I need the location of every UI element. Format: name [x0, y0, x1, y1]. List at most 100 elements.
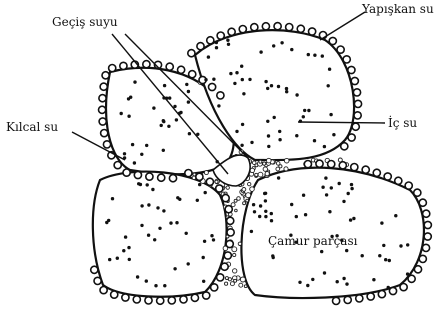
adhesive-water-bead [143, 61, 150, 68]
adhesive-water-bead [419, 199, 426, 206]
internal-water-dot [259, 50, 262, 53]
internal-water-dot [321, 186, 324, 189]
capillary-pore [259, 160, 262, 163]
internal-water-dot [266, 120, 269, 123]
capillary-pore [233, 253, 236, 256]
adhesive-water-bead [145, 297, 152, 304]
internal-water-dot [307, 109, 310, 112]
adhesive-water-bead [197, 43, 204, 50]
internal-water-dot [270, 84, 273, 87]
internal-water-dot [187, 90, 190, 93]
adhesive-water-bead [114, 162, 121, 169]
internal-water-dot [178, 198, 181, 201]
internal-water-dot [139, 183, 142, 186]
adhesive-water-bead [94, 277, 101, 284]
internal-water-dot [175, 221, 178, 224]
label-ic-su: İç su [388, 115, 417, 130]
capillary-pore [242, 188, 246, 192]
internal-water-dot [136, 275, 139, 278]
internal-water-dot [295, 93, 298, 96]
internal-water-dot [252, 203, 255, 206]
adhesive-water-bead [91, 266, 98, 273]
internal-water-dot [120, 112, 123, 115]
internal-water-dot [105, 221, 108, 224]
capillary-pore [204, 171, 208, 175]
capillary-pore [230, 282, 234, 286]
internal-water-dot [372, 278, 375, 281]
internal-water-dot [277, 176, 280, 179]
internal-water-dot [304, 213, 307, 216]
internal-water-dot [270, 212, 273, 215]
adhesive-water-bead [196, 173, 203, 180]
internal-water-dot [323, 145, 326, 148]
internal-water-dot [272, 44, 275, 47]
adhesive-water-bead [373, 169, 380, 176]
internal-water-dot [140, 204, 143, 207]
adhesive-water-bead [251, 24, 258, 31]
adhesive-water-bead [384, 173, 391, 180]
internal-water-dot [127, 115, 130, 118]
internal-water-dot [264, 215, 267, 218]
capillary-pore [284, 167, 288, 171]
internal-water-dot [163, 284, 166, 287]
internal-water-dot [382, 244, 385, 247]
internal-water-dot [321, 54, 324, 57]
internal-water-dot [169, 221, 172, 224]
adhesive-water-bead [348, 134, 355, 141]
internal-water-dot [342, 200, 345, 203]
internal-water-dot [124, 235, 127, 238]
internal-water-dot [204, 78, 207, 81]
internal-water-dot [380, 221, 383, 224]
adhesive-water-bead [180, 296, 187, 303]
adhesive-water-bead [352, 123, 359, 130]
internal-water-dot [361, 254, 364, 257]
internal-water-dot [158, 227, 161, 230]
adhesive-water-bead [262, 23, 269, 30]
adhesive-water-bead [227, 217, 234, 224]
internal-water-dot [123, 152, 126, 155]
adhesive-water-bead [99, 95, 106, 102]
capillary-pore [233, 269, 237, 273]
internal-water-dot [324, 176, 327, 179]
internal-water-dot [133, 80, 136, 83]
adhesive-water-bead [100, 83, 107, 90]
internal-water-dot [215, 41, 218, 44]
adhesive-water-bead [353, 89, 360, 96]
internal-water-dot [278, 130, 281, 133]
adhesive-water-bead [351, 77, 358, 84]
internal-water-dot [156, 206, 159, 209]
adhesive-water-bead [189, 71, 196, 78]
internal-water-dot [128, 258, 131, 261]
internal-water-dot [131, 143, 134, 146]
internal-water-dot [264, 199, 267, 202]
adhesive-water-bead [343, 56, 350, 63]
capillary-pore [263, 167, 267, 171]
internal-water-dot [277, 85, 280, 88]
internal-water-dot [313, 54, 316, 57]
internal-water-dot [345, 282, 348, 285]
internal-water-dot [378, 254, 381, 257]
internal-water-dot [240, 65, 243, 68]
internal-water-dot [187, 100, 190, 103]
adhesive-water-bead [414, 266, 421, 273]
adhesive-water-bead [222, 195, 229, 202]
adhesive-water-bead [188, 50, 195, 57]
internal-water-dot [350, 187, 353, 190]
internal-water-dot [328, 210, 331, 213]
internal-water-dot [162, 209, 165, 212]
internal-water-dot [328, 68, 331, 71]
adhesive-water-bead [328, 161, 335, 168]
internal-water-dot [270, 219, 273, 222]
capillary-pore [239, 283, 243, 287]
internal-water-dot [302, 115, 305, 118]
internal-water-dot [306, 284, 309, 287]
internal-water-dot [290, 203, 293, 206]
adhesive-water-bead [102, 72, 109, 79]
adhesive-water-bead [423, 210, 430, 217]
internal-water-dot [233, 82, 236, 85]
adhesive-water-bead [354, 100, 361, 107]
adhesive-water-bead [225, 206, 232, 213]
internal-water-dot [250, 141, 253, 144]
internal-water-dot [327, 84, 330, 87]
